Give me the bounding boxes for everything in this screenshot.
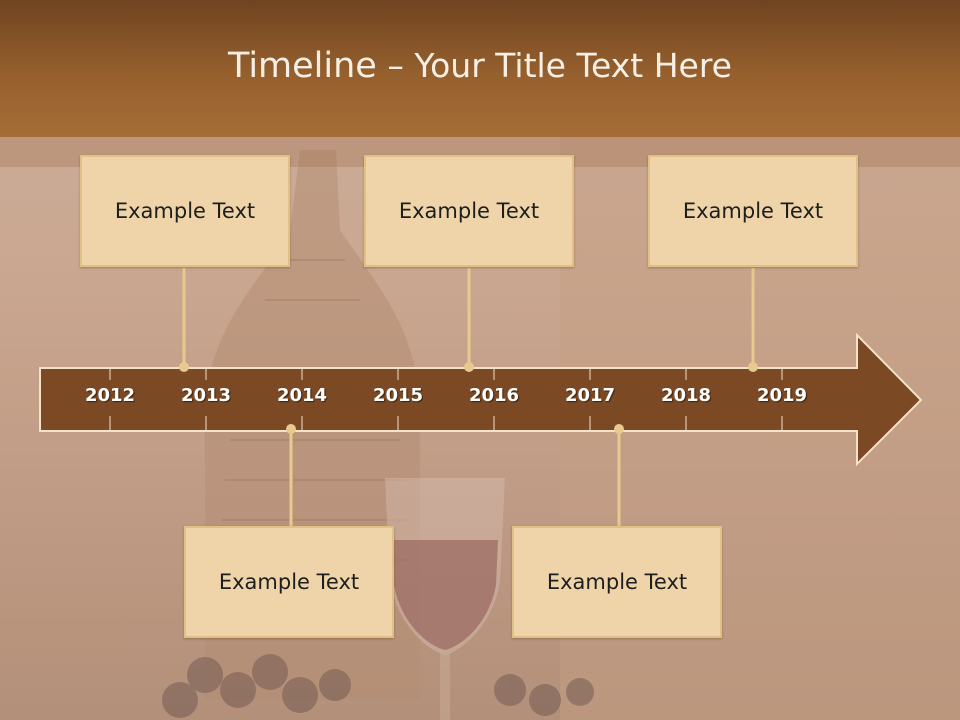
callout-text: Example Text xyxy=(114,199,256,223)
callout-text: Example Text xyxy=(218,570,360,594)
title-main: Timeline xyxy=(228,46,377,86)
year-label: 2014 xyxy=(276,385,328,406)
year-label: 2019 xyxy=(756,385,808,406)
year-label: 2013 xyxy=(180,385,232,406)
callout-text: Example Text xyxy=(682,199,824,223)
dot-bottom-2 xyxy=(614,424,624,434)
dot-top-3 xyxy=(748,362,758,372)
dot-bottom-1 xyxy=(286,424,296,434)
callout-box-top-2[interactable]: Example Text xyxy=(364,155,574,267)
dot-top-2 xyxy=(464,362,474,372)
timeline-arrow xyxy=(39,332,923,467)
year-label: 2012 xyxy=(84,385,136,406)
callout-box-top-1[interactable]: Example Text xyxy=(80,155,290,267)
year-label: 2018 xyxy=(660,385,712,406)
callout-text: Example Text xyxy=(398,199,540,223)
callout-box-bottom-1[interactable]: Example Text xyxy=(184,526,394,638)
header-bar xyxy=(0,0,960,137)
title-rest: – Your Title Text Here xyxy=(376,46,732,85)
year-label: 2015 xyxy=(372,385,424,406)
callout-box-bottom-2[interactable]: Example Text xyxy=(512,526,722,638)
year-label: 2016 xyxy=(468,385,520,406)
callout-box-top-3[interactable]: Example Text xyxy=(648,155,858,267)
slide-title: Timeline – Your Title Text Here xyxy=(0,44,960,88)
year-label: 2017 xyxy=(564,385,616,406)
dot-top-1 xyxy=(179,362,189,372)
callout-text: Example Text xyxy=(546,570,688,594)
